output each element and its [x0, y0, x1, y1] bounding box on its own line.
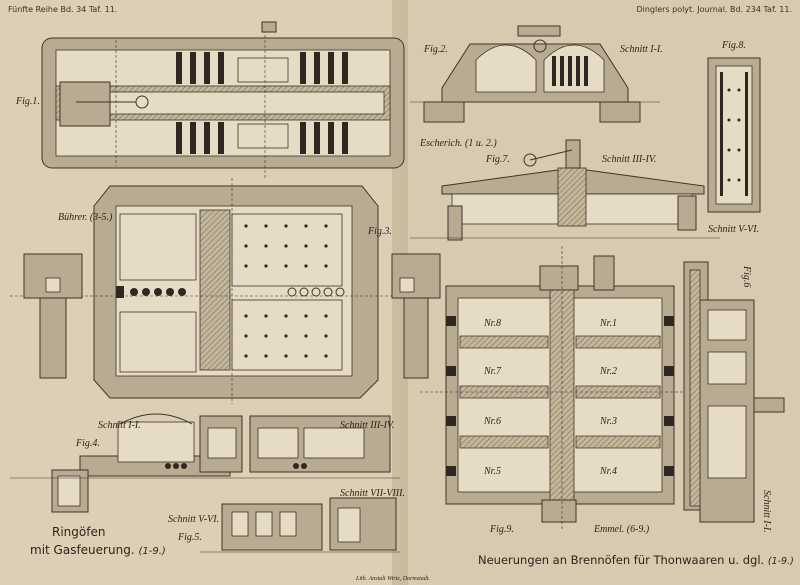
- schnitt-7-8-label: Schnitt VII-VIII.: [340, 488, 405, 499]
- ringoefen-title-line2-text: mit Gasfeuerung.: [30, 543, 135, 557]
- chamber-nr8: Nr.8: [483, 318, 501, 329]
- chamber-nr6: Nr.6: [483, 416, 501, 427]
- main-title-ref: (1-9.): [768, 556, 794, 567]
- chamber-nr5: Nr.5: [483, 466, 501, 477]
- buehrer-label: Bührer. (3-5.): [58, 212, 113, 223]
- schnitt-1-bottom-label: Schnitt I-I.: [98, 420, 141, 431]
- fig9-label: Fig.9.: [489, 524, 514, 535]
- ringoefen-title-line2: mit Gasfeuerung. (1-9.): [30, 543, 166, 557]
- fig2-label: Fig.2.: [423, 44, 448, 55]
- escherich-label: Escherich. (1 u. 2.): [419, 138, 497, 149]
- fig5-label: Fig.5.: [177, 532, 202, 543]
- chamber-nr2: Nr.2: [599, 366, 617, 377]
- emmel-label: Emmel. (6-9.): [593, 524, 650, 535]
- fig4-label: Fig.4.: [75, 438, 100, 449]
- schnitt-3-4-bottom-label: Schnitt III-IV.: [340, 420, 395, 431]
- fig3-firing-holes: [244, 224, 328, 358]
- fig6-label: Fig.6: [741, 265, 752, 287]
- chamber-nr1: Nr.1: [599, 318, 617, 329]
- fig8-label: Fig.8.: [721, 40, 746, 51]
- schnitt-1-right-label: Schnitt I-I.: [761, 490, 772, 533]
- imprint: Lith. Anstalt Wirtz, Darmstadt.: [355, 576, 430, 582]
- fig7-label: Fig.7.: [485, 154, 510, 165]
- main-title-text: Neuerungen an Brennöfen für Thonwaaren u…: [478, 553, 764, 567]
- fig1-flue-pattern: [176, 52, 348, 154]
- fig7-roof-section: [410, 139, 720, 241]
- fig3-buehrer-plan: [10, 178, 441, 404]
- fig9-emmel-plan: [420, 246, 690, 530]
- fig4-sections: [10, 413, 400, 513]
- fig6-vertical-section: [683, 261, 785, 523]
- fig8-chamber-plan: [707, 57, 761, 213]
- ringoefen-title-line1: Ringöfen: [52, 525, 105, 539]
- schnitt-3-4-top-label: Schnitt III-IV.: [602, 154, 657, 165]
- fig3-label: Fig.3.: [367, 226, 392, 237]
- schnitt-5-6-right-label: Schnitt V-VI.: [708, 224, 759, 235]
- chamber-nr7: Nr.7: [483, 366, 502, 377]
- fig5-cross-sections: [200, 497, 400, 553]
- fig2-escherich-section: [410, 25, 660, 123]
- chamber-nr4: Nr.4: [599, 466, 617, 477]
- header-right: Dinglers polyt. Journal. Bd. 234 Taf. 11…: [636, 5, 792, 14]
- header-left: Fünfte Reihe Bd. 34 Taf. 11.: [8, 5, 117, 14]
- main-title: Neuerungen an Brennöfen für Thonwaaren u…: [478, 553, 794, 567]
- chamber-nr3: Nr.3: [599, 416, 617, 427]
- fig1-ring-kiln-plan: [41, 21, 405, 178]
- ringoefen-title-ref: (1-9.): [138, 546, 165, 557]
- schnitt-5-6-bottom-label: Schnitt V-VI.: [168, 514, 219, 525]
- schnitt-1-top-label: Schnitt I-I.: [620, 44, 663, 55]
- fig1-label: Fig.1.: [15, 96, 40, 107]
